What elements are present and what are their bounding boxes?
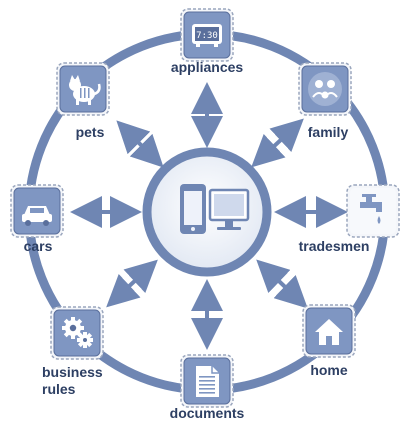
water-tap-icon	[360, 194, 382, 224]
clock-display-text: 7:30	[196, 31, 218, 41]
clock-display-icon: 7:30	[192, 24, 222, 47]
gears-icon	[62, 317, 93, 348]
arrow-business-rules	[106, 259, 158, 308]
house-icon	[315, 319, 343, 345]
node-home	[302, 304, 356, 358]
label-business-rules-line-1: business	[42, 364, 103, 380]
label-documents: documents	[170, 405, 245, 421]
cat-icon	[69, 75, 101, 105]
phone-and-monitor-icon	[180, 184, 250, 234]
center-hub	[142, 147, 272, 277]
arrow-family	[251, 118, 304, 168]
node-documents	[180, 354, 234, 408]
node-family	[298, 62, 352, 116]
node-cars	[10, 184, 64, 238]
label-family: family	[308, 124, 349, 140]
people-group-icon	[308, 72, 342, 106]
label-appliances: appliances	[171, 59, 244, 75]
node-business-rules	[50, 306, 104, 360]
arrow-home	[256, 259, 308, 309]
label-pets: pets	[76, 124, 105, 140]
label-home: home	[310, 362, 348, 378]
label-business-rules-line-2: rules	[42, 381, 76, 397]
document-icon	[196, 366, 219, 397]
label-cars: cars	[24, 238, 53, 254]
connector-arrows	[70, 82, 348, 350]
node-pets	[56, 62, 110, 116]
car-icon	[22, 206, 52, 226]
node-tradesmen	[346, 184, 400, 238]
label-tradesmen: tradesmen	[299, 238, 370, 254]
arrow-pets	[116, 120, 164, 168]
node-appliances: 7:30	[180, 8, 234, 62]
